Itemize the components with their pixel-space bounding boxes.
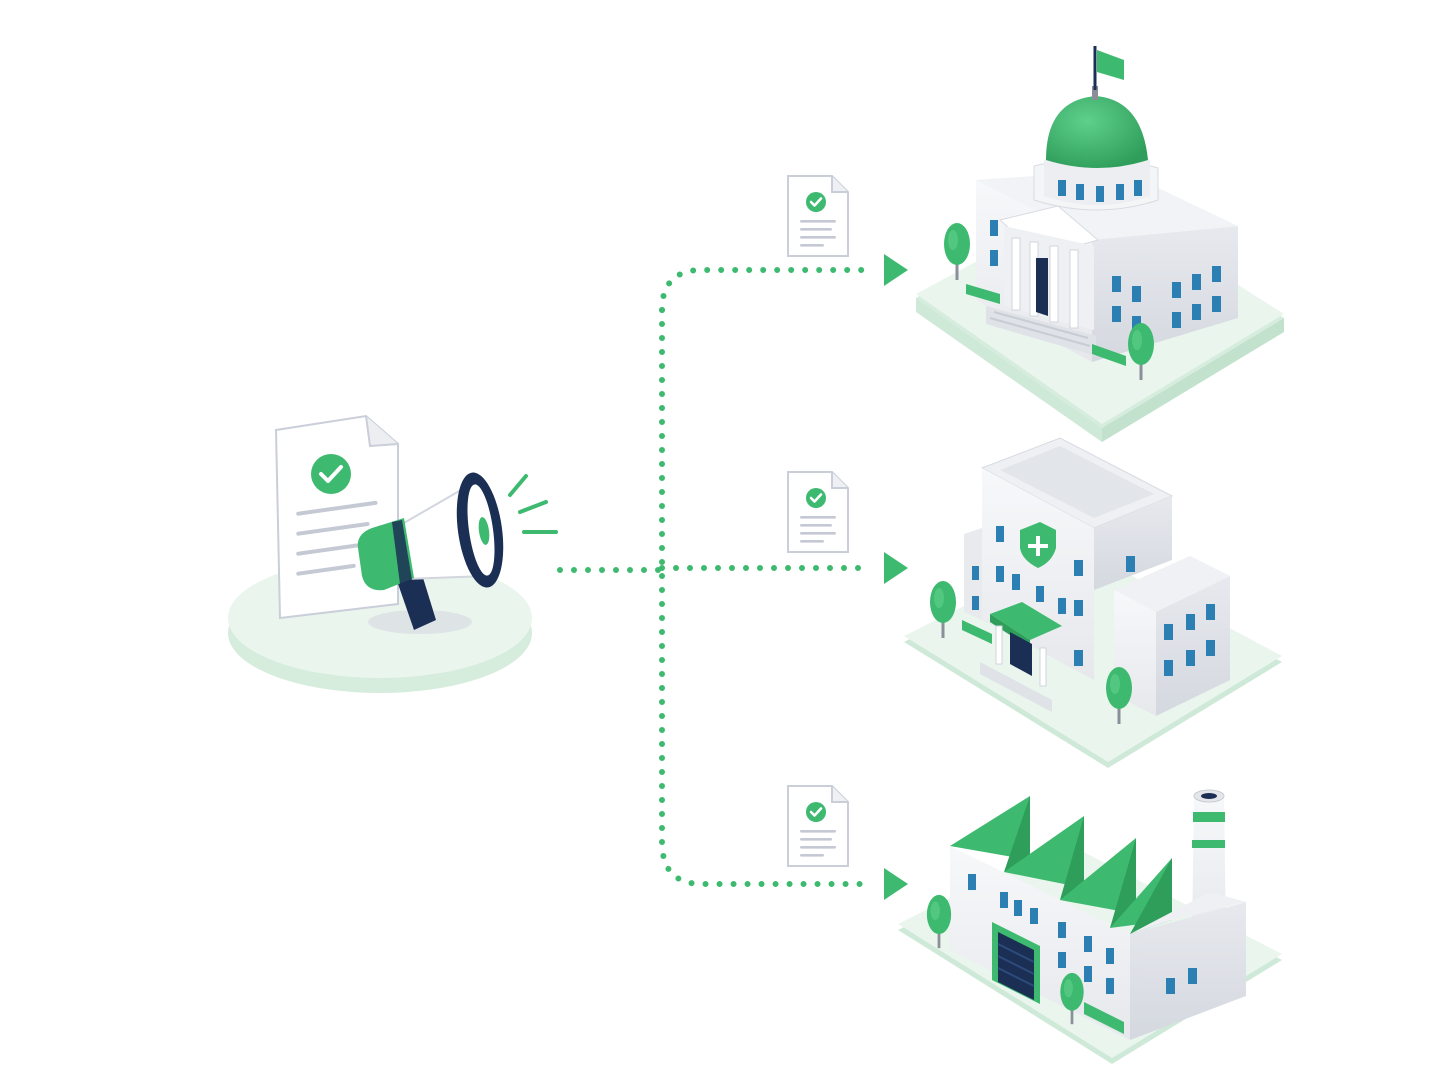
- arrowheads: [884, 254, 908, 900]
- hospital-building-icon: [904, 437, 1282, 768]
- source-group: [228, 414, 558, 693]
- approved-document-icon: [786, 470, 850, 554]
- connector-to-government: [659, 267, 869, 313]
- arrowhead-government: [884, 254, 908, 286]
- factory-building-icon: [898, 789, 1282, 1064]
- sound-waves-icon: [508, 474, 558, 534]
- government-building-icon: [916, 46, 1284, 442]
- arrowhead-factory: [884, 868, 908, 900]
- approved-document-icon: [786, 174, 850, 258]
- megaphone-icon: [357, 472, 504, 630]
- arrowhead-hospital: [884, 552, 908, 584]
- approved-document-icon: [786, 784, 850, 868]
- dotted-connectors: [557, 267, 869, 887]
